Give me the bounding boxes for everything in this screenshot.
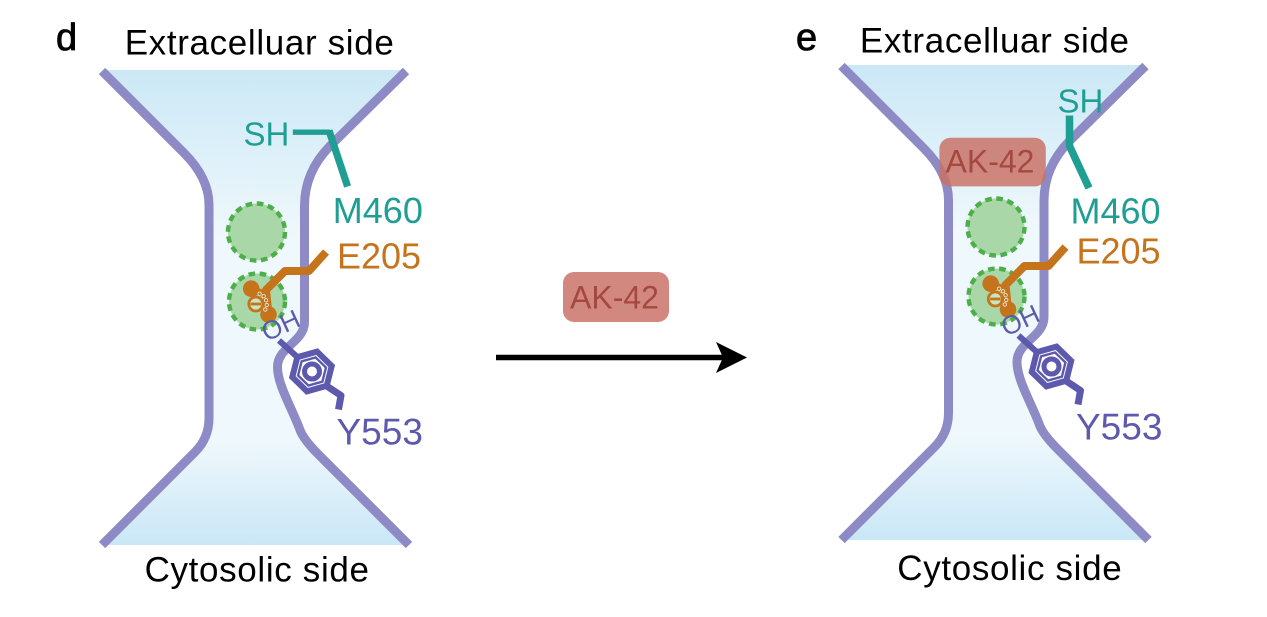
- svg-text:e: e: [796, 17, 817, 59]
- svg-text:Extracelluar side: Extracelluar side: [125, 23, 395, 62]
- svg-text:AK-42: AK-42: [570, 279, 659, 315]
- svg-text:Y553: Y553: [337, 411, 423, 452]
- svg-text:AK-42: AK-42: [946, 143, 1035, 179]
- svg-text:Y553: Y553: [1076, 406, 1162, 447]
- svg-text:d: d: [56, 17, 77, 59]
- svg-text:Extracelluar side: Extracelluar side: [860, 22, 1130, 61]
- svg-text:E205: E205: [1077, 230, 1161, 271]
- svg-text:E205: E205: [337, 235, 421, 276]
- svg-text:SH: SH: [244, 115, 290, 152]
- svg-text:M460: M460: [333, 190, 423, 231]
- svg-text:SH: SH: [1058, 83, 1104, 120]
- svg-text:Cytosolic side: Cytosolic side: [897, 549, 1122, 588]
- svg-text:Cytosolic side: Cytosolic side: [145, 551, 370, 590]
- svg-text:M460: M460: [1071, 191, 1161, 232]
